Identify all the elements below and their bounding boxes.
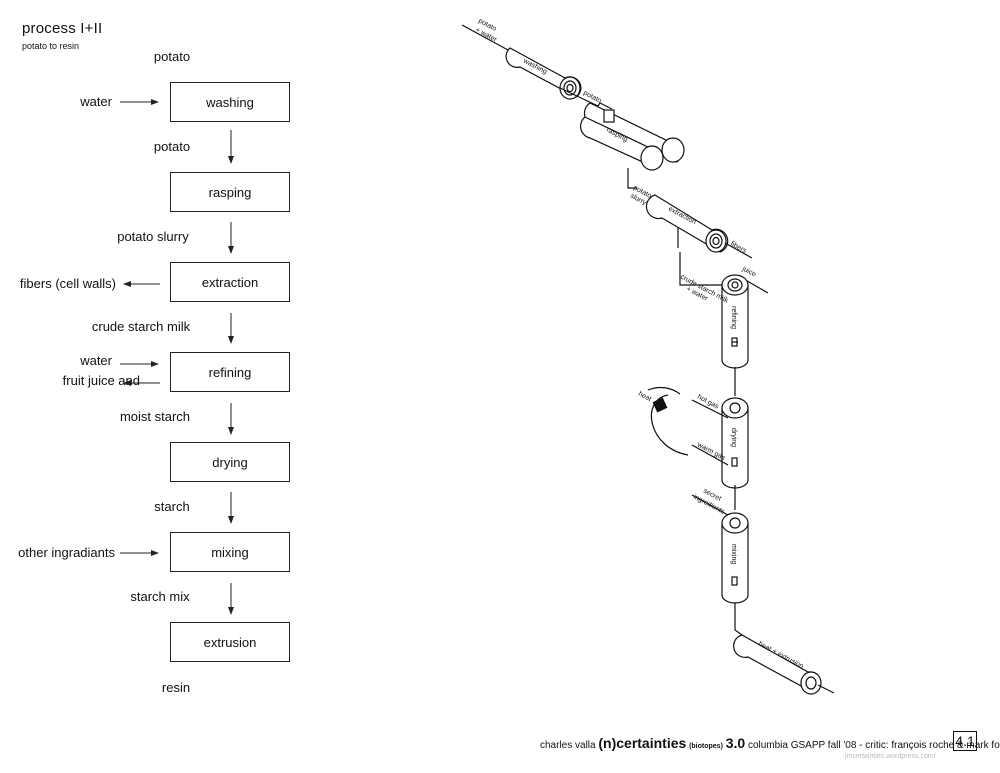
side-label-refining-water: water (80, 353, 112, 368)
label-crude-starch-milk: crude starch milk (91, 319, 191, 334)
footer-details: columbia GSAPP fall '08 - critic: franço… (747, 740, 1000, 751)
iso-hot-gas-line (691, 399, 729, 419)
step-extraction: extraction (170, 262, 290, 302)
iso-label-fibers: fibers (729, 241, 748, 255)
side-label-other-ingredients: other ingradiants (18, 545, 115, 560)
side-label-fruit-juice: fruit juice and (62, 373, 140, 388)
iso-label-drying: drying (730, 428, 737, 447)
iso-warm-gas-line (691, 444, 729, 466)
start-label-potato: potato (153, 49, 191, 64)
iso-washing-drum (505, 47, 599, 107)
footer-course-sub: (biotopes) (689, 743, 723, 750)
label-moist-starch: moist starch (119, 409, 191, 424)
iso-label-mixing: mixing (730, 544, 737, 564)
step-extrusion: extrusion (170, 622, 290, 662)
iso-extraction-drum (645, 194, 729, 253)
iso-drying-drum (721, 397, 749, 489)
iso-refining-drum (721, 274, 749, 369)
iso-heater-block (652, 397, 668, 413)
iso-label-potato: potato (582, 90, 603, 105)
page-title: process I+II (22, 20, 103, 37)
label-starch-mix: starch mix (130, 589, 190, 604)
iso-rasping-drums (580, 102, 685, 171)
step-drying: drying (170, 442, 290, 482)
iso-mixing-drum (721, 512, 749, 604)
footer-course-main: (n)certainties (598, 735, 687, 751)
iso-extrusion-drum (733, 634, 822, 695)
footer-version: 3.0 (725, 735, 746, 751)
step-refining: refining (170, 352, 290, 392)
step-washing: washing (170, 82, 290, 122)
iso-crude-starch-line (679, 252, 726, 286)
iso-secret-line (691, 494, 729, 516)
step-rasping: rasping (170, 172, 290, 212)
label-potato: potato (153, 139, 191, 154)
iso-heat-loop (650, 394, 689, 456)
label-starch: starch (154, 499, 190, 514)
side-label-water: water (80, 94, 112, 109)
page-number: 4.1 (953, 731, 977, 751)
label-resin: resin (161, 680, 191, 695)
footer-author: charles valla (540, 740, 596, 751)
page-subtitle: potato to resin (22, 41, 80, 51)
label-potato-slurry: potato slurry (117, 229, 189, 244)
iso-label-refining: refining (730, 306, 737, 329)
iso-inlet-line (461, 24, 509, 51)
side-label-fibers: fibers (cell walls) (19, 276, 116, 291)
footer-url: jmcertainties.wordpress.com/ (845, 753, 936, 760)
iso-feed-to-rasping (597, 102, 613, 110)
step-mixing: mixing (170, 532, 290, 572)
iso-rasping-outlet (627, 168, 637, 189)
footer-credits: charles valla (n)certainties (biotopes) … (540, 735, 1000, 751)
iso-label-heat: heat (637, 391, 652, 404)
iso-fibers-line (724, 242, 753, 259)
